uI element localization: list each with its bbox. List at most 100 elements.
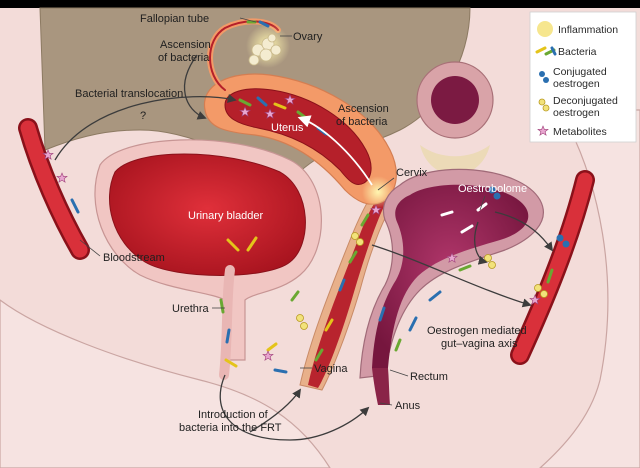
rectum <box>372 184 529 368</box>
label-introduction-2: bacteria into the FRT <box>179 422 282 434</box>
deconjugated-oestrogen <box>296 314 304 322</box>
label-ascension-mid-1: Ascension <box>338 103 389 115</box>
label-bloodstream: Bloodstream <box>103 252 165 264</box>
colon-fat <box>420 145 490 175</box>
arrow-ascension-mid <box>297 115 373 186</box>
inflammation-legend-icon <box>537 21 553 37</box>
legend-conjugated-2: oestrogen <box>553 78 600 90</box>
bacterium <box>348 250 358 264</box>
deconjugated-oestrogen <box>300 322 308 330</box>
legend-bacteria: Bacteria <box>558 46 597 58</box>
bacterium <box>273 368 288 374</box>
label-urethra: Urethra <box>172 303 210 315</box>
arrow-gut-vagina-axis <box>371 244 532 308</box>
bacterium <box>238 98 252 107</box>
metabolite-star <box>284 94 296 105</box>
bloodstream-vessel-right <box>510 170 595 365</box>
bacteria-legend-icon-blue <box>550 46 557 56</box>
bacterium <box>70 198 80 214</box>
bacterium <box>273 102 287 110</box>
metabolite-star <box>446 252 458 263</box>
label-anus: Anus <box>395 400 421 412</box>
metabolite-star <box>529 294 541 305</box>
label-vagina: Vagina <box>314 363 348 375</box>
vaginal-canal <box>308 195 388 388</box>
label-uterus: Uterus <box>271 122 304 134</box>
label-cervix: Cervix <box>396 167 428 179</box>
label-oestrobolome: Oestrobolome <box>458 183 527 195</box>
conjugated-oestrogen <box>556 234 564 242</box>
ovary <box>248 33 282 66</box>
arrow-introduction-vagina <box>249 388 302 433</box>
legend-inflammation: Inflammation <box>558 24 618 36</box>
label-ascension-top-2: of bacteria <box>158 52 210 64</box>
bacterium <box>458 264 472 272</box>
legend-metabolites: Metabolites <box>553 126 607 138</box>
metabolites-legend-icon <box>537 125 549 136</box>
deconjugated-oestrogen <box>488 261 496 269</box>
deconjugated-oestrogen <box>540 290 548 298</box>
bacterium <box>408 316 418 332</box>
bacterium <box>258 20 270 28</box>
bacterium <box>378 306 386 322</box>
conjugated-oestrogen <box>493 192 501 200</box>
uterus <box>224 88 372 185</box>
bacterium <box>338 278 346 292</box>
bacterium <box>428 290 442 302</box>
bacterium <box>360 213 370 227</box>
metabolite-star <box>42 149 54 160</box>
legend: Inflammation Bacteria Conjugated oestrog… <box>529 11 637 143</box>
deconjugated-oestrogen-group <box>296 232 548 330</box>
anus <box>372 368 390 405</box>
deconjugated-legend-icon <box>538 98 546 106</box>
label-fallopian-tube: Fallopian tube <box>140 13 209 25</box>
arrow-deconjugation <box>474 221 488 265</box>
leaders <box>79 17 486 406</box>
conjugated-oestrogen <box>488 186 496 194</box>
bacterium <box>266 342 278 352</box>
deconjugated-oestrogen <box>356 238 364 246</box>
urethra <box>219 265 235 380</box>
deconjugated-legend-icon <box>542 104 550 112</box>
top-band <box>0 0 640 8</box>
conjugated-legend-icon <box>539 71 545 77</box>
arrow-introduction <box>219 374 370 441</box>
label-oestrogen-axis-1: Oestrogen mediated <box>427 325 527 337</box>
deconjugated-oestrogen <box>534 284 542 292</box>
metabolite-star <box>239 106 251 117</box>
label-introduction-1: Introduction of <box>198 409 269 421</box>
arrow-bacterial-translocation <box>54 93 237 161</box>
legend-conjugated-1: Conjugated <box>553 66 607 78</box>
bacterium <box>226 238 240 252</box>
metabolite-star <box>56 172 68 183</box>
bacterium <box>394 338 402 352</box>
bacterium <box>246 236 258 252</box>
metabolite-star <box>264 108 276 119</box>
urinary-bladder <box>108 153 306 276</box>
conjugated-oestrogen <box>562 240 570 248</box>
conjugated-legend-icon <box>543 77 549 83</box>
bacterium <box>324 318 334 332</box>
label-rectum: Rectum <box>410 371 448 383</box>
conjugated-oestrogen-group <box>488 186 570 248</box>
label-ascension-mid-2: of bacteria <box>336 116 388 128</box>
label-urinary-bladder: Urinary bladder <box>188 210 264 222</box>
bacteria-legend-icon-yellow <box>535 46 547 54</box>
arrow-ascension-top <box>183 54 207 120</box>
label-bacterial-translocation: Bacterial translocation <box>75 88 183 100</box>
arrows <box>54 54 554 441</box>
bacterium <box>225 328 231 344</box>
label-ovary: Ovary <box>293 31 323 43</box>
metabolites-group <box>42 94 541 361</box>
bacterium <box>219 298 225 314</box>
bacterium <box>290 290 300 302</box>
lower-abdomen <box>0 299 331 468</box>
bacterium <box>440 210 454 217</box>
colon-lumen <box>431 76 479 124</box>
metabolite-star <box>262 350 274 361</box>
bacterium <box>476 202 488 212</box>
label-question-mark: ? <box>140 110 146 122</box>
label-ascension-top-1: Ascension <box>160 39 211 51</box>
